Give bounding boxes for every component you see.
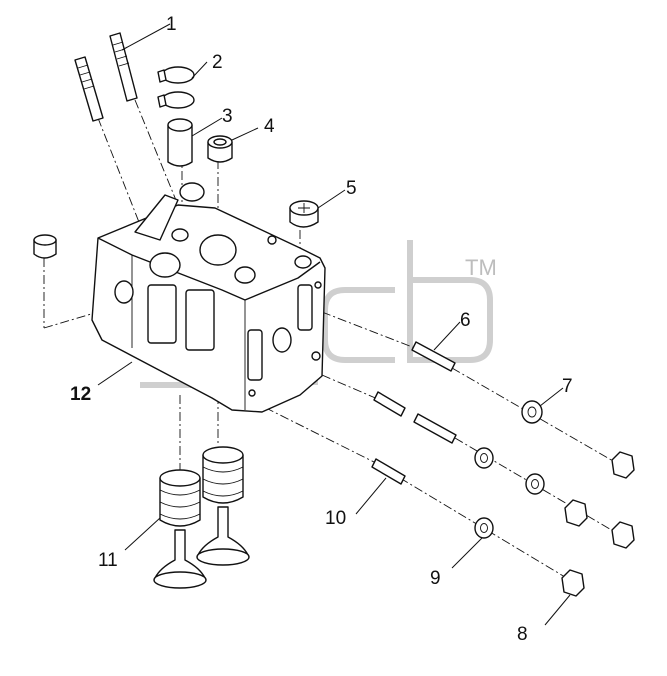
callout-1: 1 xyxy=(166,14,177,35)
side-studs xyxy=(371,341,457,485)
watermark-trademark: TM xyxy=(465,255,497,280)
side-cap xyxy=(33,234,57,259)
callout-labels: 1 2 3 4 5 6 7 8 9 10 11 12 xyxy=(70,14,573,645)
leader-lines xyxy=(97,23,571,626)
callout-6: 6 xyxy=(460,310,471,331)
callout-5: 5 xyxy=(346,178,357,199)
callout-8: 8 xyxy=(517,624,528,645)
callout-2: 2 xyxy=(212,52,223,73)
callout-10: 10 xyxy=(325,508,346,529)
valves xyxy=(153,446,250,589)
callout-3: 3 xyxy=(222,106,233,127)
nuts xyxy=(561,451,635,597)
callout-9: 9 xyxy=(430,568,441,589)
cap xyxy=(207,135,233,163)
callout-4: 4 xyxy=(264,116,275,137)
plug xyxy=(289,200,319,228)
clamps xyxy=(157,66,195,109)
callout-7: 7 xyxy=(562,376,573,397)
callout-12: 12 xyxy=(70,384,91,405)
callout-11: 11 xyxy=(98,550,118,571)
sleeve xyxy=(167,118,193,167)
washers xyxy=(474,400,545,539)
stud-bolts xyxy=(74,32,138,122)
cylinder-head xyxy=(91,182,326,413)
